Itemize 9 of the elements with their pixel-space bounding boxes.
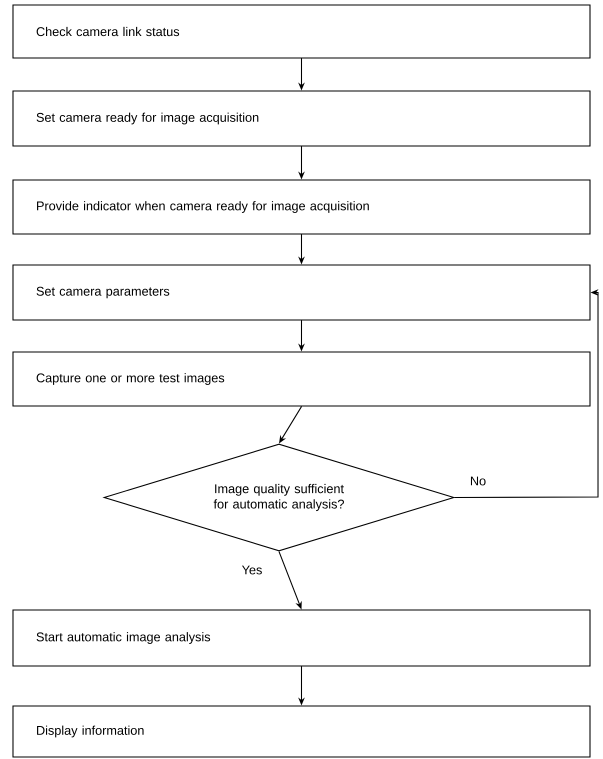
edge-label: No [468, 475, 488, 487]
process-box: Set camera ready for image acquisition [12, 90, 591, 147]
process-box: Set camera parameters [12, 264, 591, 321]
edge-label: Yes [240, 564, 264, 576]
process-box: Check camera link status [12, 4, 591, 59]
process-box: Provide indicator when camera ready for image acquisition [12, 179, 591, 235]
process-box: Capture one or more test images [12, 351, 591, 407]
process-box: Display information [12, 705, 591, 758]
process-box: Start automatic image analysis [12, 609, 591, 667]
